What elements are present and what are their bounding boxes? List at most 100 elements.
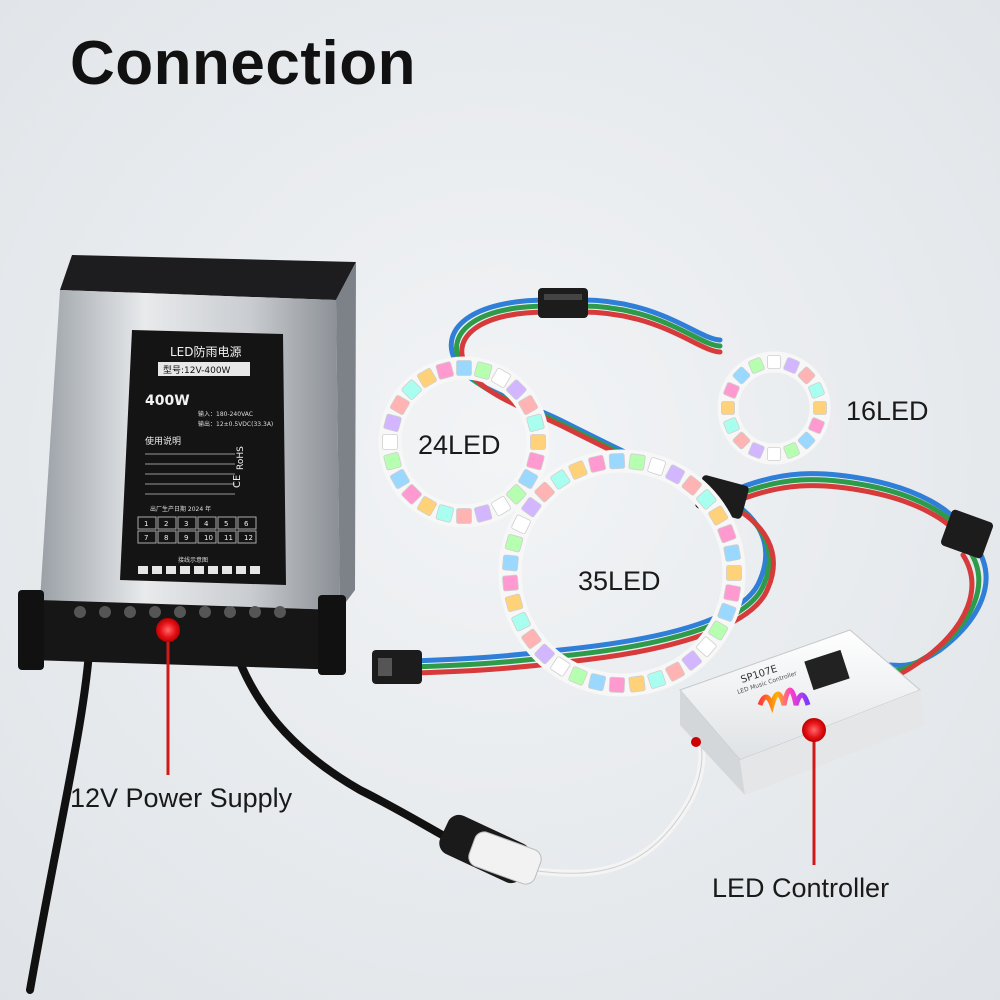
sound-wave-icon bbox=[757, 687, 811, 714]
led-chip bbox=[474, 361, 493, 380]
power-supply-pointer bbox=[156, 618, 180, 775]
led-chip bbox=[456, 360, 472, 376]
led-chip bbox=[588, 454, 607, 473]
led-chip bbox=[723, 382, 740, 399]
led-chip bbox=[526, 452, 545, 471]
led-chip bbox=[628, 453, 646, 471]
led-chip bbox=[401, 484, 422, 505]
psu-grid-cell bbox=[217, 516, 237, 530]
led-chip bbox=[511, 514, 531, 535]
psu-year: 出厂生产日期 2024 年 bbox=[150, 505, 211, 513]
psu-input: 输入：180-240VAC bbox=[198, 410, 253, 418]
led-chip bbox=[456, 508, 472, 524]
led-chip bbox=[550, 656, 571, 677]
led-chip bbox=[696, 489, 717, 510]
jst-connector-top bbox=[538, 288, 588, 318]
label-24led: 24LED bbox=[418, 430, 501, 460]
led-chip bbox=[808, 417, 825, 434]
psu-grid-cell bbox=[157, 530, 177, 544]
psu-grid-cell bbox=[137, 530, 157, 544]
psu-grid-number: 2 bbox=[164, 520, 168, 528]
label-35led: 35LED bbox=[578, 566, 661, 596]
label-power-supply: 12V Power Supply bbox=[70, 783, 293, 813]
led-chip bbox=[717, 524, 737, 544]
led-ring-35 bbox=[498, 449, 746, 697]
led-chip bbox=[382, 434, 398, 450]
psu-ce: CE bbox=[232, 475, 243, 488]
led-chip bbox=[608, 676, 626, 694]
led-chip bbox=[708, 505, 729, 526]
led-chip bbox=[647, 457, 666, 476]
psu-grid-number: 8 bbox=[164, 534, 168, 542]
led-chip bbox=[767, 355, 781, 369]
jst-connector-bottom bbox=[372, 650, 422, 684]
psu-wattage: 400W bbox=[145, 393, 190, 409]
led-chip bbox=[530, 434, 546, 450]
led-chip bbox=[506, 484, 527, 505]
psu-grid-number: 5 bbox=[224, 520, 228, 528]
led-chip bbox=[534, 481, 555, 503]
led-chip bbox=[506, 379, 527, 400]
led-chip bbox=[726, 565, 742, 581]
led-chip bbox=[534, 643, 555, 665]
led-chip bbox=[383, 413, 402, 432]
label-led-controller: LED Controller bbox=[712, 873, 890, 903]
psu-terminal-label: 接线示意图 bbox=[178, 556, 208, 564]
led-chip bbox=[665, 661, 685, 682]
led-chip bbox=[723, 544, 741, 562]
psu-grid-cell bbox=[177, 516, 197, 530]
psu-output: 输出：12±0.5VDC(33.3A) bbox=[198, 420, 273, 428]
led-chip bbox=[767, 447, 781, 461]
led-chip bbox=[568, 460, 588, 480]
led-chip bbox=[797, 366, 816, 385]
led-chip bbox=[681, 475, 702, 496]
led-chip bbox=[748, 357, 765, 374]
led-chip bbox=[518, 395, 538, 415]
led-chip bbox=[435, 504, 454, 523]
psu-model: 型号:12V-400W bbox=[163, 365, 231, 376]
led-chip bbox=[474, 504, 493, 523]
psu-grid-number: 1 bbox=[144, 520, 148, 528]
psu-label-panel bbox=[120, 330, 286, 585]
psu-grid-cell bbox=[177, 530, 197, 544]
led-chip bbox=[518, 469, 538, 489]
led-chip bbox=[502, 574, 519, 592]
psu-grid-number: 3 bbox=[184, 520, 188, 528]
psu-grid-cell bbox=[237, 530, 257, 544]
led-chip bbox=[681, 650, 702, 671]
psu-grid-cell bbox=[197, 516, 217, 530]
psu-grid-number: 7 bbox=[144, 534, 148, 542]
psu-grid-cell bbox=[217, 530, 237, 544]
led-chip bbox=[390, 395, 410, 415]
psu-grid-number: 6 bbox=[244, 520, 249, 528]
led-chip bbox=[797, 431, 816, 450]
led-chip bbox=[732, 366, 751, 385]
led-ring-16 bbox=[717, 351, 831, 465]
led-chip bbox=[588, 673, 607, 692]
led-chip bbox=[783, 442, 800, 459]
led-chip bbox=[521, 628, 542, 649]
psu-grid-number: 4 bbox=[204, 520, 209, 528]
led-chip bbox=[628, 675, 646, 693]
dc-barrel-connector bbox=[439, 814, 542, 885]
led-chip bbox=[723, 417, 740, 434]
psu-grid-number: 9 bbox=[184, 534, 188, 542]
psu-grid-cell bbox=[237, 516, 257, 530]
led-chip bbox=[435, 361, 454, 380]
led-chip bbox=[502, 554, 519, 572]
led-chip bbox=[783, 357, 800, 374]
red-marker-dot-controller bbox=[802, 718, 826, 742]
psu-grid-cell bbox=[157, 516, 177, 530]
led-chip bbox=[526, 413, 545, 432]
led-chip bbox=[504, 593, 524, 612]
led-chip bbox=[390, 469, 410, 489]
led-chip bbox=[723, 584, 741, 602]
led-chip bbox=[665, 464, 685, 485]
controller-pointer bbox=[802, 718, 826, 865]
psu-grid-cell bbox=[137, 516, 157, 530]
led-chip bbox=[417, 496, 437, 516]
psu-instructions: 使用说明 bbox=[145, 435, 181, 447]
